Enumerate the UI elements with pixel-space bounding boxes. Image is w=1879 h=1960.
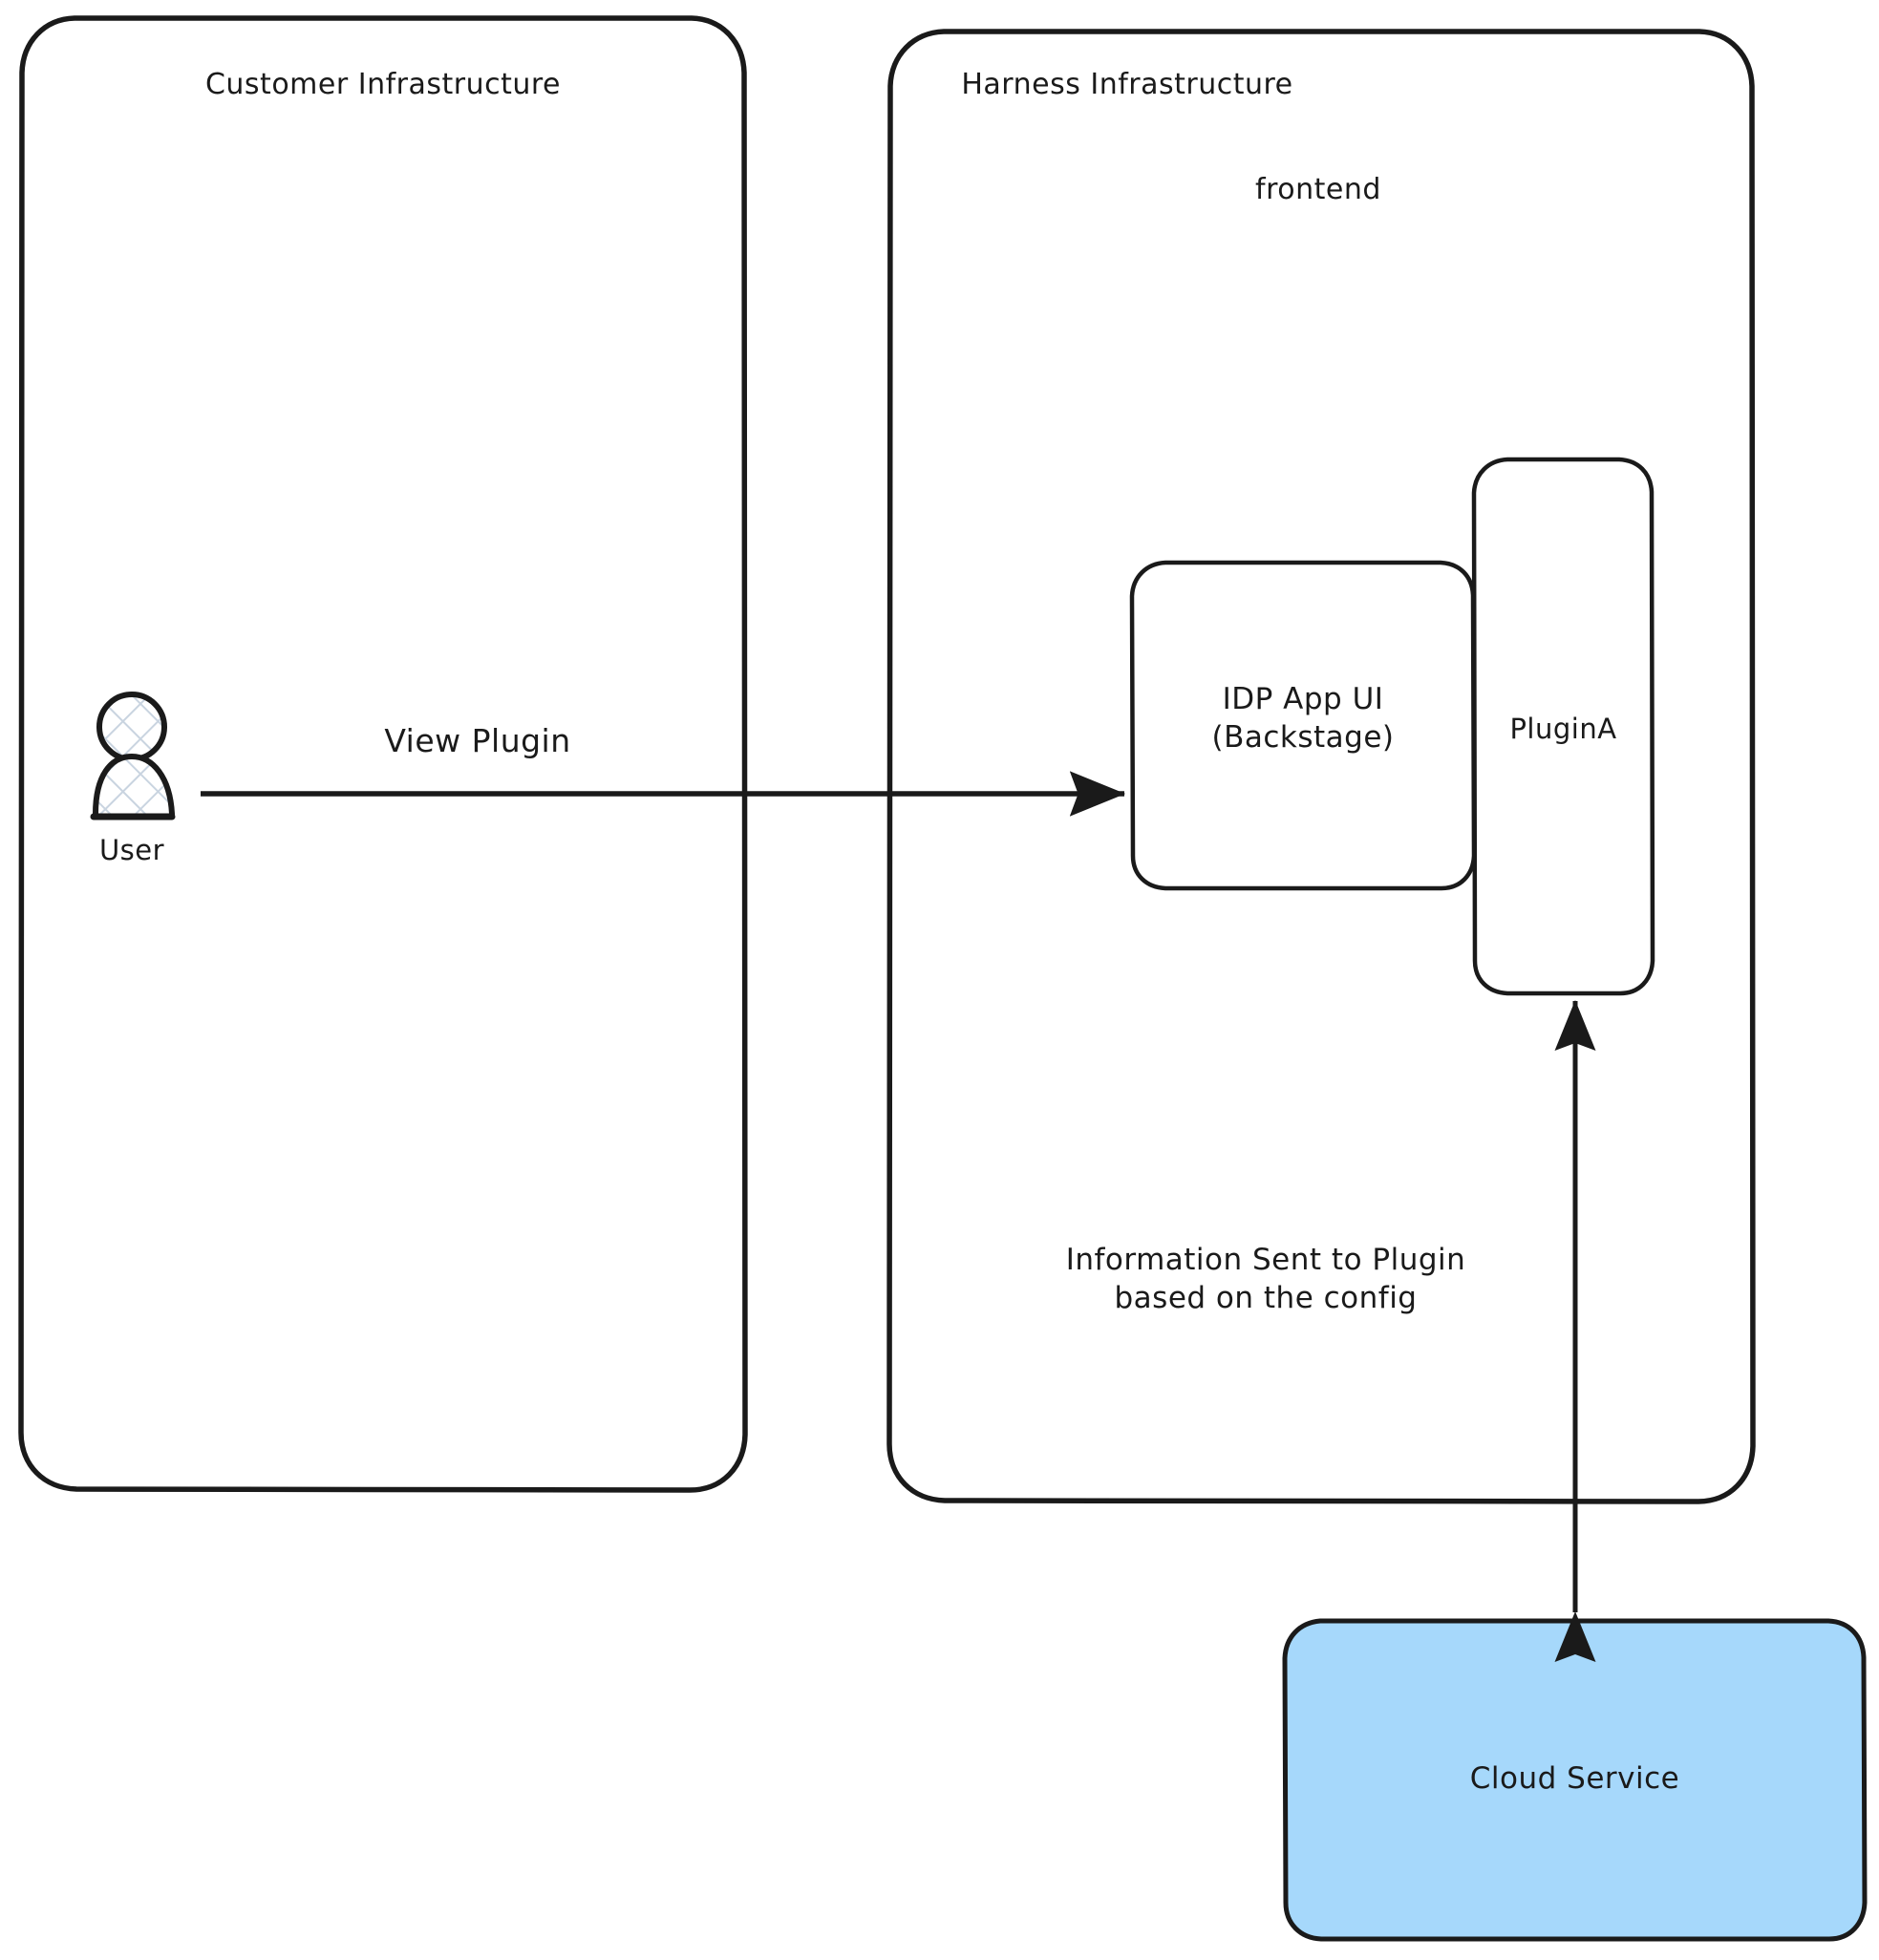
node-plugin-a[interactable] <box>1471 457 1655 996</box>
node-idp-app-ui[interactable] <box>1129 560 1477 891</box>
actor-user-icon <box>90 692 176 820</box>
node-cloud-service[interactable] <box>1282 1618 1868 1942</box>
group-customer-infrastructure[interactable] <box>18 15 748 1493</box>
